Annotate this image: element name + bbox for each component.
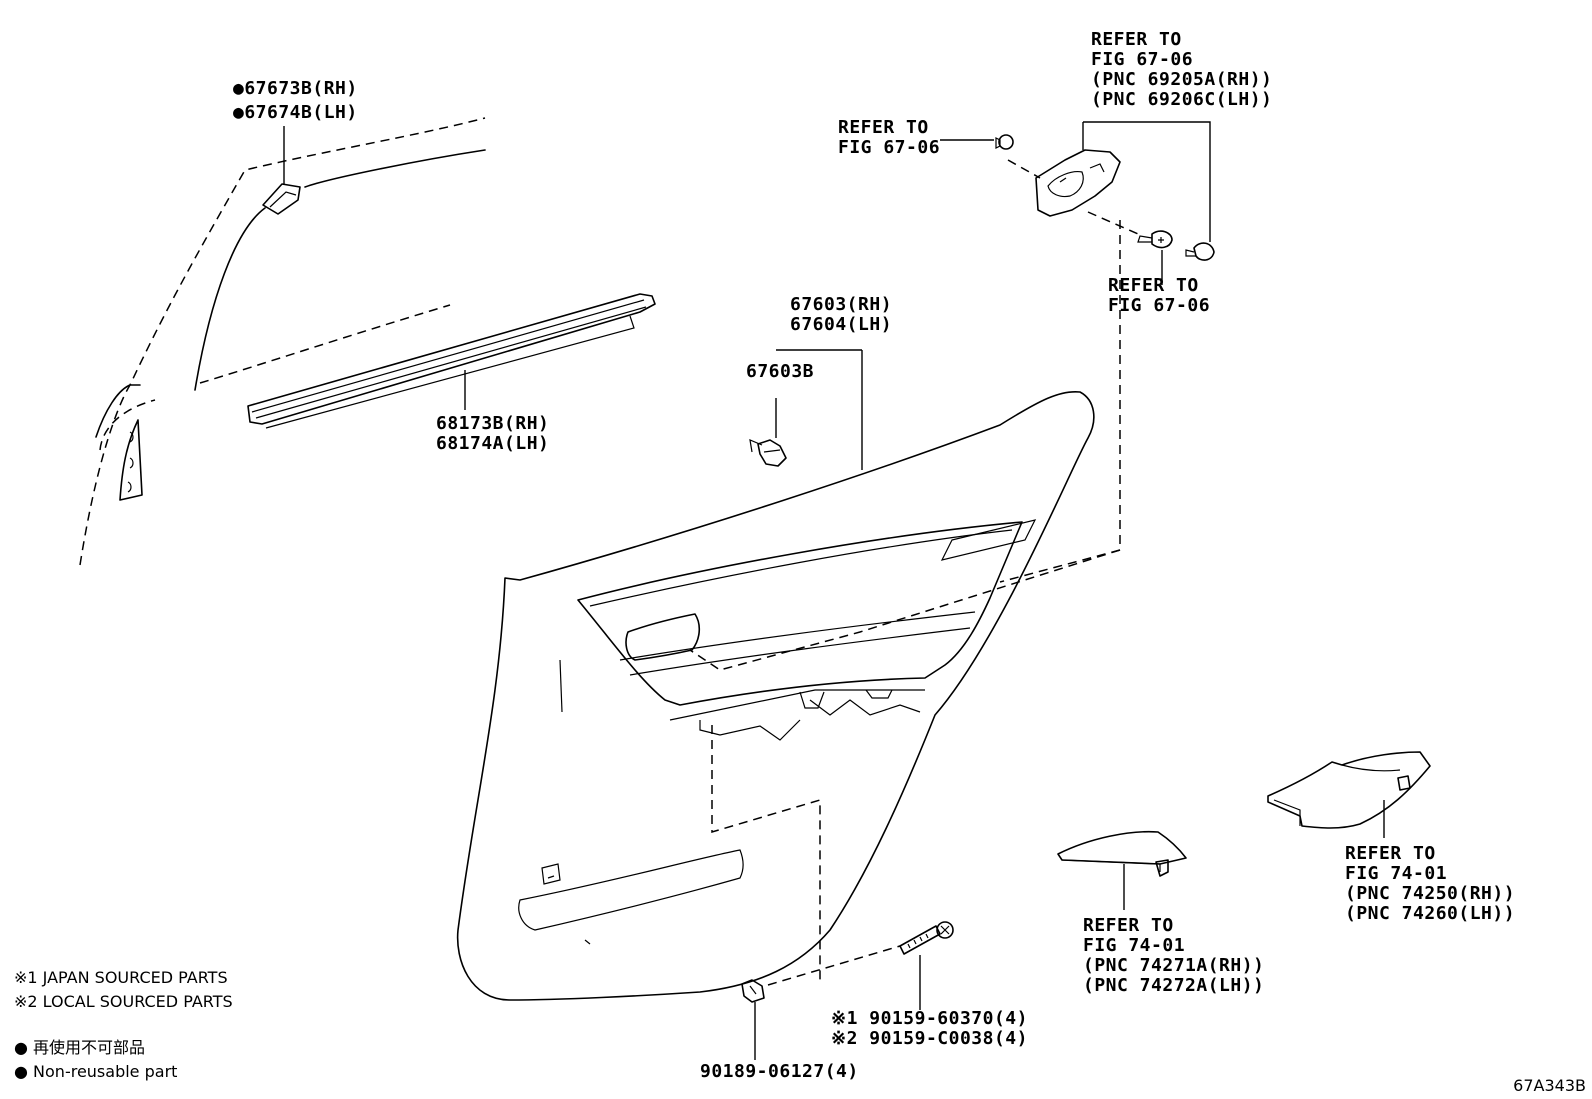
callout-panel-clip: 67603B <box>746 361 815 382</box>
handle-leader <box>689 220 1121 671</box>
callout-trim-panel: 67603(RH) 67604(LH) <box>790 294 893 335</box>
handle-leader-2 <box>999 549 1121 583</box>
door-frame <box>79 117 486 566</box>
callout-screw-ref: REFER TO FIG 67-06 <box>1108 275 1211 316</box>
callout-retainer: 90189-06127(4) <box>700 1061 859 1082</box>
note-nonreusable-jp: ● 再使用不可部品 <box>14 1038 146 1057</box>
handle-screw <box>940 134 1215 285</box>
callout-handle-ref: REFER TO FIG 67-06 <box>838 117 941 158</box>
retainer-leader <box>711 725 821 980</box>
weatherstrip <box>247 293 656 429</box>
note-local-sourced: ※2 LOCAL SOURCED PARTS <box>14 992 233 1011</box>
callout-clip-lh: ●67674B(LH) <box>233 102 358 123</box>
figure-code: 67A343B <box>1513 1076 1586 1095</box>
callout-clip-rh: ●67673B(RH) <box>233 78 358 99</box>
door-trim-panel <box>456 349 1095 1001</box>
armrest-upper <box>1267 751 1431 838</box>
callout-armrest-upper: REFER TO FIG 74-01 (PNC 74250(RH)) (PNC … <box>1345 843 1516 924</box>
armrest-lower <box>1057 830 1187 910</box>
bolt <box>767 921 954 1010</box>
panel-clip <box>749 398 787 467</box>
inside-handle <box>1007 121 1211 242</box>
callout-armrest-lower: REFER TO FIG 74-01 (PNC 74271A(RH)) (PNC… <box>1083 915 1265 996</box>
molding-clip <box>262 126 301 215</box>
note-japan-sourced: ※1 JAPAN SOURCED PARTS <box>14 968 228 987</box>
callout-handle-group: REFER TO FIG 67-06 (PNC 69205A(RH)) (PNC… <box>1091 29 1273 110</box>
retainer <box>741 979 765 1060</box>
callout-weatherstrip: 68173B(RH) 68174A(LH) <box>436 413 550 454</box>
callout-bolt: ※1 90159-60370(4) ※2 90159-C0038(4) <box>831 1008 1028 1049</box>
note-nonreusable-en: ● Non-reusable part <box>14 1062 178 1081</box>
